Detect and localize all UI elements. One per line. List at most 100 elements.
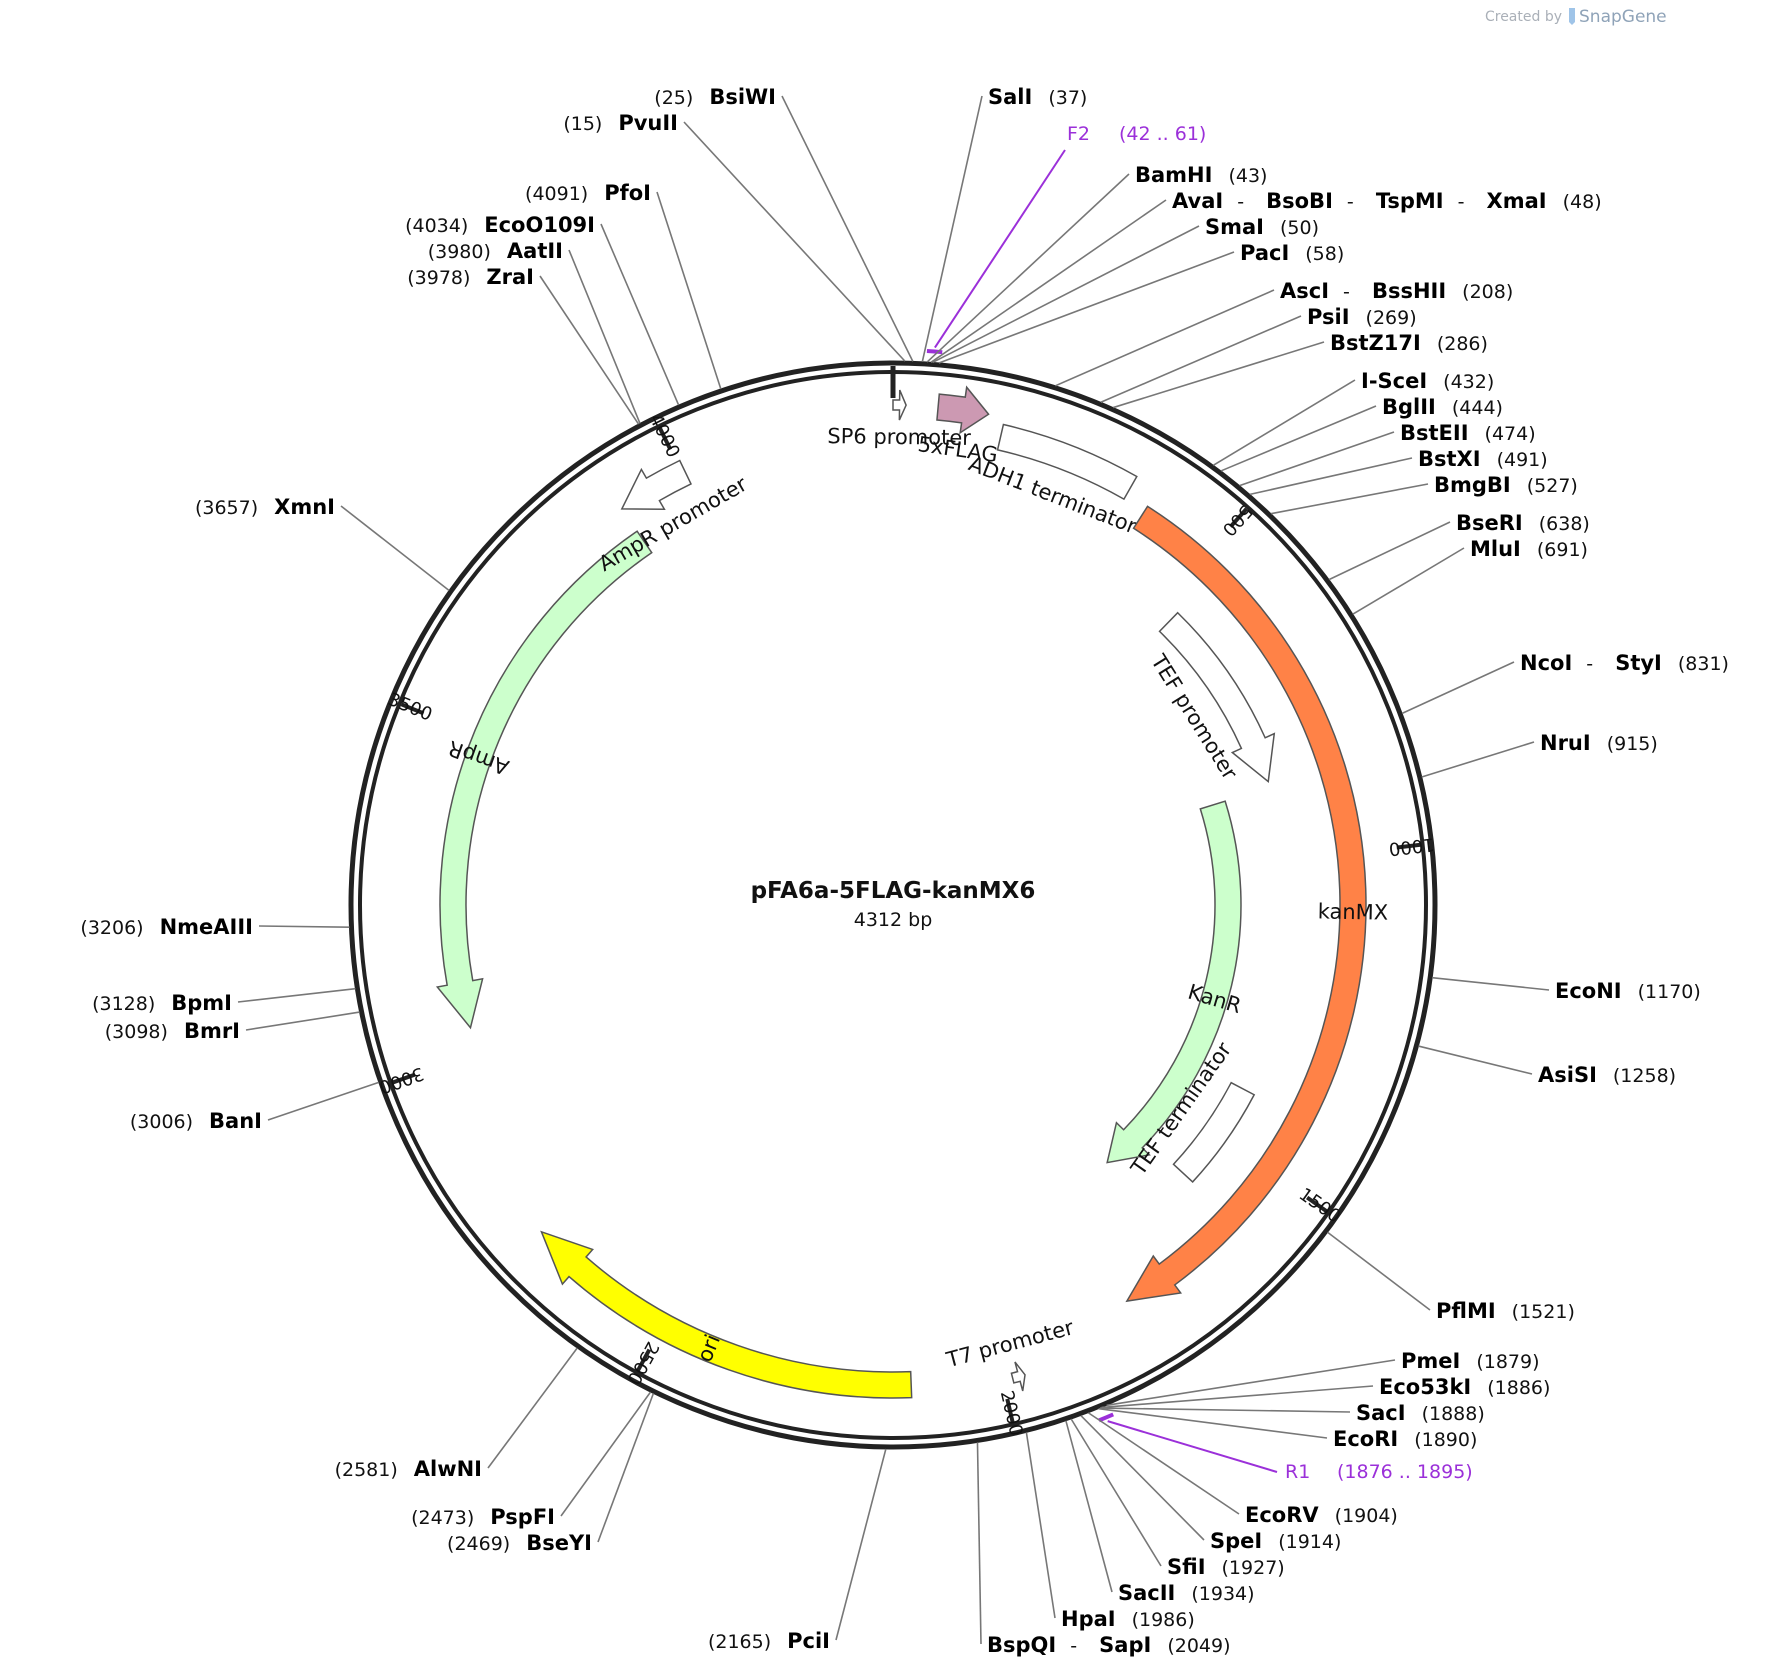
- site-label: BglII(444): [1382, 395, 1503, 419]
- feature-shape: [620, 459, 692, 511]
- site-leader: [932, 225, 1200, 364]
- tick-mark: [1396, 842, 1421, 850]
- feature-shape: [1158, 611, 1276, 784]
- site-label: (2473)PspFI: [411, 1505, 555, 1529]
- site-leader: [1270, 483, 1429, 515]
- site-position: (1986): [1132, 1609, 1195, 1631]
- site-saci[interactable]: SacI(1888): [1100, 1401, 1485, 1425]
- site-position: (1890): [1414, 1429, 1477, 1451]
- feature-t7-promoter[interactable]: T7 promoter: [943, 1315, 1076, 1392]
- site-avai[interactable]: AvaI - BsoBI - TspMI - XmaI(48): [930, 189, 1602, 363]
- site-position: (3980): [428, 241, 491, 263]
- site-bamhi[interactable]: BamHI(43): [926, 163, 1267, 363]
- tick-label: 500: [1218, 500, 1257, 540]
- feature-sp6-promoter[interactable]: SP6 promoter: [827, 389, 971, 450]
- site-position: (15): [563, 113, 602, 135]
- site-pmei[interactable]: PmeI(1879): [1106, 1349, 1540, 1407]
- site-psii[interactable]: PsiI(269): [1100, 305, 1417, 403]
- site-nrui[interactable]: NruI(915): [1421, 731, 1658, 778]
- site-bseyi[interactable]: (2469)BseYI: [447, 1393, 655, 1555]
- feature-label: kanMX: [1318, 899, 1389, 924]
- site-bpmi[interactable]: (3128)BpmI: [92, 987, 356, 1015]
- primer-f2[interactable]: F2(42 .. 61): [926, 123, 1206, 355]
- site-label: (2581)AlwNI: [335, 1457, 482, 1481]
- site-xmni[interactable]: (3657)XmnI: [195, 495, 450, 592]
- tick-label: 1500: [1295, 1184, 1345, 1228]
- site-bsiwi[interactable]: (25) BsiWI: [654, 85, 914, 362]
- site-ecorv[interactable]: EcoRV(1904): [1087, 1412, 1398, 1527]
- site-econi[interactable]: EcoNI(1170): [1432, 976, 1701, 1003]
- site-position: (474): [1485, 423, 1536, 445]
- site-eco53ki[interactable]: Eco53kI(1886): [1101, 1375, 1551, 1409]
- site-spei[interactable]: SpeI(1914): [1080, 1414, 1342, 1553]
- site-enzyme-name: BspQI: [987, 1633, 1056, 1657]
- site-bsteii[interactable]: BstEII(474): [1239, 421, 1536, 487]
- site-bstz17i[interactable]: BstZ17I(286): [1112, 331, 1488, 409]
- site-label: (15)PvuII: [563, 111, 678, 135]
- site-enzyme-name: XmnI: [274, 495, 335, 519]
- site-aatii[interactable]: (3980)AatII: [428, 239, 641, 424]
- feature-ampr-promoter[interactable]: AmpR promoter: [595, 459, 752, 577]
- site-hpai[interactable]: HpaI(1986): [1025, 1432, 1195, 1631]
- site-enzyme-name: AsiSI: [1538, 1063, 1597, 1087]
- site-label: (2469)BseYI: [447, 1531, 592, 1555]
- site-sacii[interactable]: SacII(1934): [1065, 1420, 1255, 1605]
- site-leader: [1025, 1432, 1056, 1619]
- site-leader: [938, 251, 1235, 364]
- site-position: (4034): [405, 215, 468, 237]
- site-position: (25): [654, 87, 693, 109]
- site-bglii[interactable]: BglII(444): [1220, 395, 1503, 472]
- site-label: BmgBI(527): [1434, 473, 1578, 497]
- site-pspfi[interactable]: (2473)PspFI: [411, 1391, 652, 1529]
- site-alwni[interactable]: (2581)AlwNI: [335, 1347, 578, 1481]
- site-enzyme-name: BsiWI: [709, 85, 776, 109]
- site-leader: [1401, 661, 1515, 715]
- site-leader: [1418, 1045, 1533, 1075]
- site-label: (3980)AatII: [428, 239, 563, 263]
- site-position: (1521): [1512, 1301, 1575, 1323]
- site-label: PmeI(1879): [1401, 1349, 1540, 1373]
- site-asisi[interactable]: AsiSI(1258): [1418, 1045, 1676, 1087]
- site-enzyme-name: PspFI: [490, 1505, 555, 1529]
- site-asci[interactable]: AscI - BssHII(208): [1055, 279, 1513, 387]
- site-pcii[interactable]: (2165)PciI: [708, 1448, 887, 1653]
- primer-r1[interactable]: R1(1876 .. 1895): [1098, 1412, 1473, 1483]
- site-sfii[interactable]: SfiI(1927): [1070, 1418, 1285, 1579]
- site-bmri[interactable]: (3098)BmrI: [105, 1011, 360, 1043]
- site-enzyme-name: AlwNI: [414, 1457, 482, 1481]
- site-leader: [683, 121, 906, 362]
- site-leader: [1106, 1359, 1396, 1407]
- feature-ampr[interactable]: AmpR: [435, 530, 653, 1030]
- site-nmeaiii[interactable]: (3206)NmeAIII: [80, 915, 350, 939]
- site-zrai[interactable]: (3978)ZraI: [407, 265, 640, 425]
- site-bani[interactable]: (3006)BanI: [130, 1081, 380, 1133]
- site-bstxi[interactable]: BstXI(491): [1249, 447, 1548, 496]
- site-ncoi[interactable]: NcoI - StyI(831): [1401, 651, 1729, 715]
- site-pflmi[interactable]: PflMI(1521): [1327, 1231, 1575, 1323]
- site-enzyme-name: SfiI: [1167, 1555, 1206, 1579]
- site-mlui[interactable]: MluI(691): [1352, 537, 1588, 615]
- feature-kanmx[interactable]: kanMX: [1125, 505, 1389, 1303]
- site-enzyme-name: BstZ17I: [1330, 331, 1421, 355]
- site-i-scei[interactable]: I-SceI(432): [1212, 369, 1494, 466]
- site-separator: -: [1580, 653, 1599, 675]
- site-position: (1886): [1487, 1377, 1550, 1399]
- site-bspqi[interactable]: BspQI - SapI(2049): [976, 1442, 1231, 1657]
- site-label: PflMI(1521): [1436, 1299, 1575, 1323]
- site-bseri[interactable]: BseRI(638): [1328, 511, 1590, 581]
- feature-ori[interactable]: ori: [540, 1230, 913, 1399]
- feature-shape: [540, 1230, 913, 1399]
- site-enzyme-name: ZraI: [486, 265, 534, 289]
- site-ecori[interactable]: EcoRI(1890): [1098, 1407, 1478, 1451]
- site-sali[interactable]: SalI(37): [921, 85, 1087, 362]
- site-paci[interactable]: PacI(58): [938, 241, 1344, 364]
- site-leader: [539, 275, 640, 425]
- site-bmgbi[interactable]: BmgBI(527): [1270, 473, 1578, 515]
- site-smai[interactable]: SmaI(50): [932, 215, 1319, 364]
- primer-leader: [934, 149, 1066, 349]
- site-position: (4091): [525, 183, 588, 205]
- site-pvuii[interactable]: (15)PvuII: [563, 111, 906, 362]
- site-pfoi[interactable]: (4091)PfoI: [525, 181, 722, 390]
- site-ecoo109i[interactable]: (4034)EcoO109I: [405, 213, 680, 406]
- site-position: (3006): [130, 1111, 193, 1133]
